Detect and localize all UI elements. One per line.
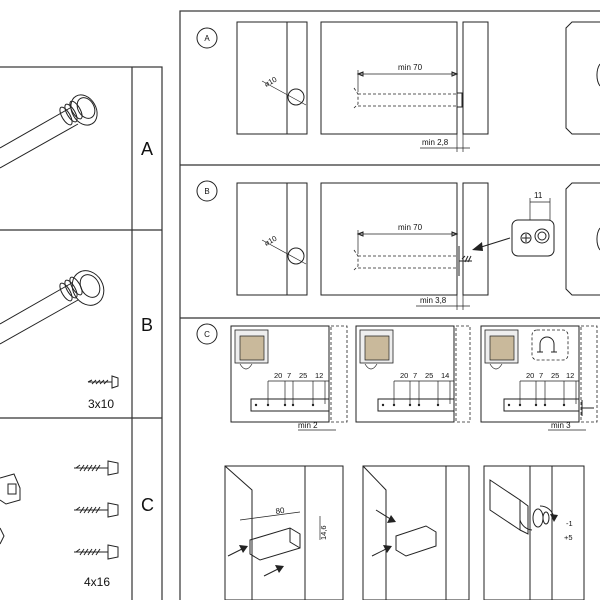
section-b: B ⌀10 min 70 min 3,8 <box>196 180 600 310</box>
screw-icon <box>74 460 119 476</box>
gap-b-label: min 3,8 <box>420 296 447 305</box>
section-a: A ⌀10 min 70 min 2,8 <box>196 21 600 152</box>
section-c: C 20 7 25 12 <box>196 323 598 600</box>
adjust-plus-label: +5 <box>564 533 573 542</box>
depth-a-label: min 70 <box>398 63 423 72</box>
p1-dim-4: 12 <box>315 371 323 380</box>
p3-dim-2: 7 <box>539 371 543 380</box>
gap-c3-label: min 3 <box>551 421 571 430</box>
damper-b-illustration <box>0 270 105 345</box>
left-panel: A B C 3x10 <box>0 66 163 600</box>
p2-dim-2: 7 <box>413 371 417 380</box>
plate-width-label: 11 <box>534 191 543 200</box>
depth-b-label: min 70 <box>398 223 423 232</box>
section-c-marker: C <box>204 330 210 339</box>
linear-damper-illustration <box>0 473 21 545</box>
adjustment-step: -1 +5 <box>483 465 585 600</box>
row-a-label: A <box>141 139 153 159</box>
p1-dim-2: 7 <box>287 371 291 380</box>
mounting-step-2 <box>362 465 470 600</box>
damper-height-label: 14,6 <box>319 525 328 540</box>
screw-c-size: 4x16 <box>84 575 110 589</box>
p2-dim-1: 20 <box>400 371 408 380</box>
p1-dim-3: 25 <box>299 371 307 380</box>
mounting-plate-icon <box>511 198 555 257</box>
screw-b-size: 3x10 <box>88 397 114 411</box>
install-panel-3: 20 7 25 12 min 3 <box>480 325 598 431</box>
adjust-minus-label: -1 <box>566 519 573 528</box>
damper-a-illustration <box>0 94 98 169</box>
adjust-knob-icon <box>519 505 558 531</box>
magnet-icon <box>537 336 557 353</box>
row-b-label: B <box>141 315 153 335</box>
hole-diameter-a: ⌀10 <box>263 75 279 89</box>
gap-a-label: min 2,8 <box>422 138 449 147</box>
p2-dim-3: 25 <box>425 371 433 380</box>
row-c-label: C <box>141 495 154 515</box>
install-panel-1: 20 7 25 12 min 2 <box>230 325 348 431</box>
screw-icon <box>74 544 119 560</box>
screw-icon <box>74 502 119 518</box>
p2-dim-4: 14 <box>441 371 449 380</box>
p3-dim-1: 20 <box>526 371 534 380</box>
p1-dim-1: 20 <box>274 371 282 380</box>
p3-dim-3: 25 <box>551 371 559 380</box>
mounting-step-1: 80 14,6 <box>224 465 344 600</box>
section-a-marker: A <box>204 34 210 43</box>
screw-icon <box>87 375 119 389</box>
install-panel-2: 20 7 25 14 <box>355 325 471 423</box>
damper-length-label: 80 <box>275 506 286 516</box>
section-b-marker: B <box>204 187 209 196</box>
right-panel: A ⌀10 min 70 min 2,8 <box>179 10 600 600</box>
p3-dim-4: 12 <box>566 371 574 380</box>
hole-diameter-b: ⌀10 <box>263 234 279 248</box>
gap-c1-label: min 2 <box>298 421 318 430</box>
